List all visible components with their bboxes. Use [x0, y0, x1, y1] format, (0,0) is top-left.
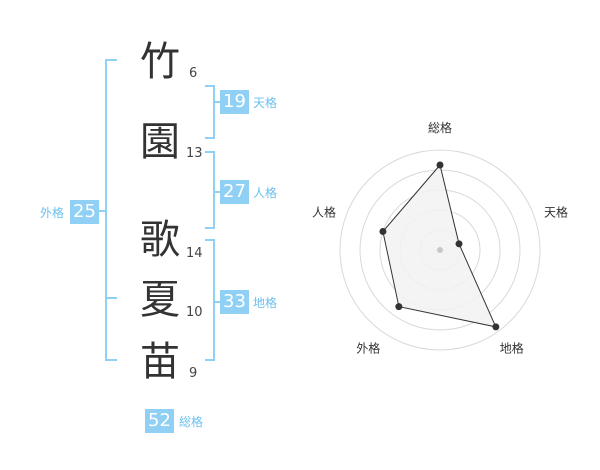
- radar-axis-label-5: 人格: [312, 204, 336, 219]
- radar-axis-label-2: 天格: [544, 204, 568, 219]
- radar-point-3: [492, 323, 500, 331]
- gaikaku-bracket-top: [105, 59, 117, 299]
- radar-axis-label-1: 総格: [428, 120, 452, 135]
- gaikaku-bracket-bottom: [105, 298, 117, 361]
- jinkaku-bracket: [205, 151, 215, 229]
- name-char-3: 歌: [140, 217, 180, 263]
- name-char-2-strokes: 13: [186, 146, 203, 161]
- radar-axis-label-3: 地格: [500, 341, 524, 356]
- tenkaku-label: 天格: [253, 96, 278, 110]
- chikaku-badge: 33: [220, 290, 249, 314]
- jinkaku-label: 人格: [253, 186, 278, 200]
- soukaku-badge: 52: [145, 409, 174, 433]
- name-char-1-strokes: 6: [189, 66, 198, 81]
- gaikaku-badge: 25: [70, 200, 99, 224]
- chikaku-label: 地格: [253, 296, 278, 310]
- gaikaku-label: 外格: [40, 206, 65, 220]
- tenkaku-badge: 19: [220, 90, 249, 114]
- name-char-4: 夏: [140, 277, 180, 323]
- radar-axis-label-4: 外格: [356, 341, 380, 356]
- radar-points: [379, 161, 500, 331]
- name-char-4-strokes: 10: [186, 305, 203, 320]
- radar-point-5: [379, 227, 387, 235]
- name-char-5-strokes: 9: [189, 366, 198, 381]
- radar-point-1: [436, 161, 444, 169]
- name-char-5: 苗: [140, 339, 180, 385]
- tenkaku-bracket: [205, 85, 215, 139]
- name-char-2: 園: [140, 119, 180, 165]
- radar-center-dot: [437, 247, 443, 253]
- jinkaku-badge: 27: [220, 180, 249, 204]
- radar-point-4: [395, 303, 403, 311]
- soukaku-label: 総格: [179, 415, 204, 429]
- radar-point-2: [455, 240, 463, 248]
- name-char-1: 竹: [140, 39, 180, 85]
- radar-grid-ring: [339, 149, 541, 351]
- radar-series-polygon: [382, 163, 497, 328]
- name-char-3-strokes: 14: [186, 246, 203, 261]
- chikaku-bracket: [205, 239, 215, 361]
